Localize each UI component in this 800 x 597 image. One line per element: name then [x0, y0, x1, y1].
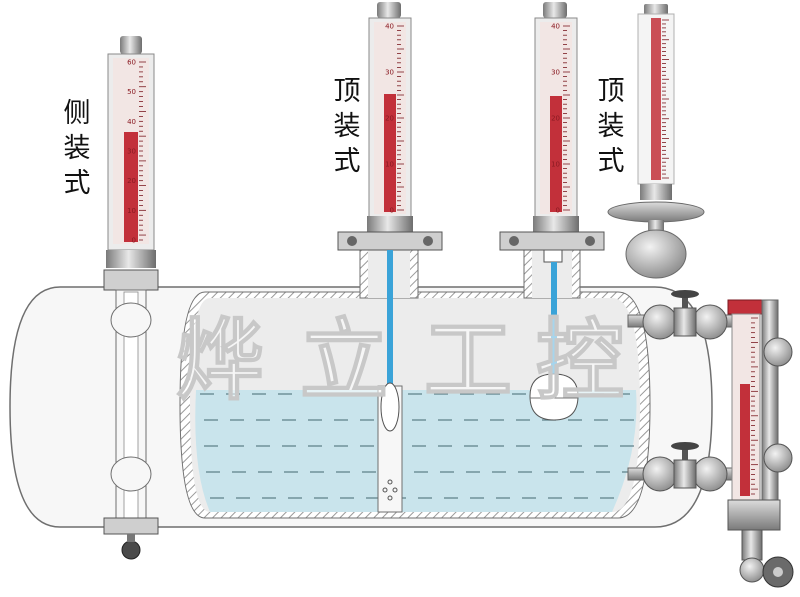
bypass-chamber — [761, 299, 779, 531]
top-a-scale-number: 0 — [390, 207, 394, 215]
label-top-mount-b-char-2: 装 — [597, 111, 625, 142]
top-mount-gauge-b: 40 30 20 10 0 — [499, 2, 605, 421]
side-valves — [627, 290, 734, 492]
tank — [9, 247, 713, 528]
label-top-mount-a-char-2: 装 — [333, 111, 361, 142]
product-ticks — [662, 19, 669, 179]
label-side-mount: 侧 装 式 — [60, 96, 94, 201]
bypass-upper-port — [763, 337, 793, 367]
top-mount-product — [607, 4, 705, 279]
bypass-drain-handwheel-hub — [773, 567, 783, 577]
side-gauge-scale-number: 10 — [127, 207, 136, 215]
side-gauge-scale-number: 40 — [127, 118, 136, 126]
label-top-mount-b-char-1: 顶 — [597, 76, 625, 107]
top-b-stem-box — [543, 249, 563, 263]
top-a-blue-tube — [387, 250, 393, 386]
top-b-scale-number: 0 — [556, 207, 560, 215]
product-cap — [644, 4, 668, 16]
top-b-base — [533, 216, 579, 232]
upper-valve-flange-left — [642, 304, 678, 340]
top-a-scale-number: 40 — [385, 23, 394, 31]
top-b-bolt-r — [585, 236, 595, 246]
bypass-drain-valve-body — [739, 557, 765, 583]
side-gauge-scale-number: 50 — [127, 88, 136, 96]
side-gauge-bottom-flange — [103, 517, 159, 535]
side-gauge-scale-number: 0 — [132, 237, 136, 245]
side-gauge-bottom-block — [106, 250, 156, 268]
lower-valve-flange-left — [642, 456, 678, 492]
top-b-scale-number: 30 — [551, 69, 560, 77]
top-a-cap — [377, 2, 401, 18]
top-a-float — [380, 382, 400, 432]
top-b-scale-number: 10 — [551, 161, 560, 169]
top-b-scale-number: 20 — [551, 115, 560, 123]
upper-valve-handwheel — [671, 290, 699, 298]
watermark-char-3: 工 — [423, 308, 513, 413]
top-a-vent-holes — [382, 479, 398, 501]
lower-valve-body — [673, 459, 697, 489]
side-gauge-scale-number: 60 — [127, 59, 136, 67]
label-top-mount-a-char-3: 式 — [333, 146, 361, 177]
label-side-mount-char-3: 式 — [63, 168, 91, 199]
lower-valve-flange-right — [692, 456, 728, 492]
product-flange — [607, 201, 705, 223]
label-top-mount-a: 顶 装 式 — [330, 74, 364, 179]
top-b-cap — [543, 2, 567, 18]
label-top-mount-b-char-3: 式 — [597, 146, 625, 177]
top-a-base — [367, 216, 413, 232]
top-a-ticks: 40 30 20 10 0 — [385, 23, 404, 215]
top-b-ticks: 40 30 20 10 0 — [551, 23, 570, 215]
watermark-char-1: 烨 — [175, 308, 265, 413]
side-gauge-top-flange — [103, 269, 159, 291]
liquid-dash-lines — [200, 393, 636, 499]
top-b-bolt-l — [509, 236, 519, 246]
lower-valve-stem — [682, 448, 688, 460]
top-b-scale-number: 40 — [551, 23, 560, 31]
top-a-scale-number: 10 — [385, 161, 394, 169]
bypass-top-cap — [727, 299, 763, 315]
side-gauge-cap — [120, 36, 142, 54]
label-side-mount-char-1: 侧 — [63, 98, 91, 129]
lower-valve-handwheel — [671, 442, 699, 450]
upper-valve-flange-right — [692, 304, 728, 340]
product-red-column — [651, 18, 661, 180]
side-nozzle-lower — [110, 456, 152, 492]
watermark-char-4: 控 — [535, 308, 625, 413]
bypass-lower-port — [763, 443, 793, 473]
watermark-char-2: 立 — [299, 308, 389, 413]
bypass-gauge — [727, 299, 794, 588]
bypass-red-column — [740, 384, 750, 496]
upper-valve-stem — [682, 296, 688, 308]
side-gauge-scale-number: 20 — [127, 177, 136, 185]
side-gauge-red-column — [124, 132, 138, 242]
bypass-drain-pipe — [741, 529, 763, 561]
label-top-mount-a-char-1: 顶 — [333, 76, 361, 107]
top-a-bolt-r — [423, 236, 433, 246]
top-mount-gauge-a: 40 30 20 10 0 — [337, 2, 443, 513]
top-b-blue-tube — [551, 262, 557, 376]
top-a-scale-number: 20 — [385, 115, 394, 123]
top-b-red-column — [550, 96, 562, 212]
side-gauge-ticks: 60 50 40 30 20 10 0 — [127, 59, 146, 245]
top-b-float — [529, 373, 579, 421]
side-gauge-scale-number: 30 — [127, 148, 136, 156]
upper-valve-body — [673, 307, 697, 337]
label-side-mount-char-2: 装 — [63, 133, 91, 164]
bypass-ticks — [751, 317, 758, 495]
top-a-red-column — [384, 94, 396, 212]
product-ball-float — [625, 229, 687, 279]
top-a-bolt-l — [347, 236, 357, 246]
top-a-scale-number: 30 — [385, 69, 394, 77]
side-drain-valve — [121, 540, 141, 560]
bypass-bottom-flange — [727, 499, 781, 531]
side-drain-stem — [127, 534, 135, 542]
side-nozzle-upper — [110, 302, 152, 338]
side-mount-gauge: 60 50 40 30 20 10 0 — [103, 36, 159, 560]
label-top-mount-b: 顶 装 式 — [594, 74, 628, 179]
product-base — [640, 184, 672, 200]
